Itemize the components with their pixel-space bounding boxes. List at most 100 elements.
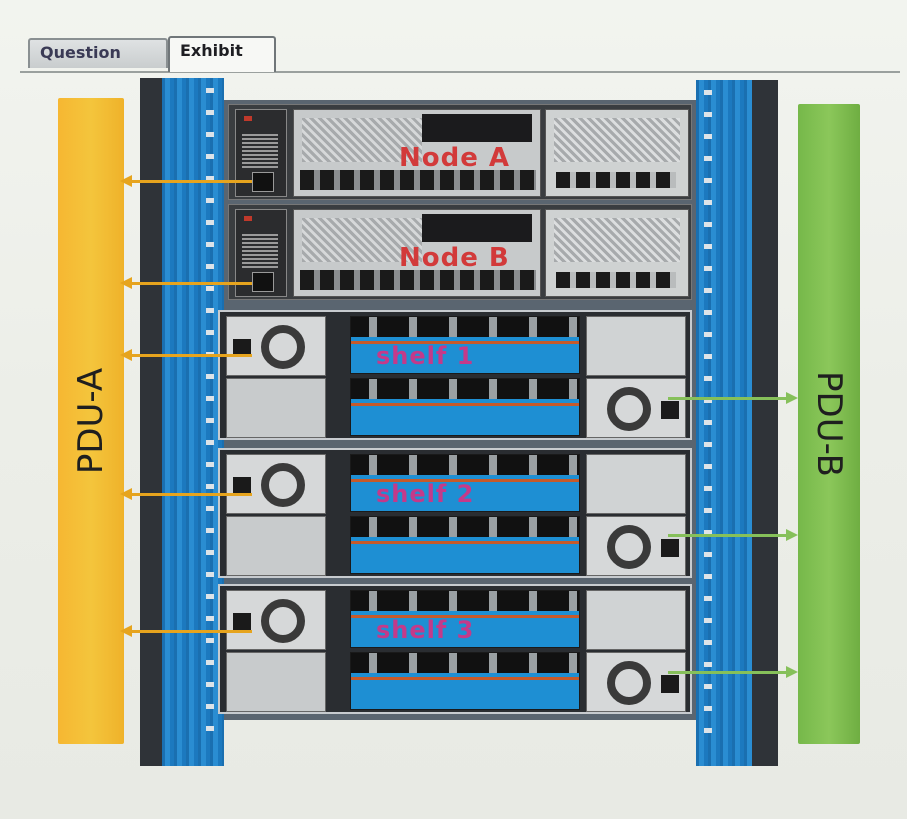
io-vent bbox=[554, 218, 680, 262]
cable-shelf-1-pdu-b bbox=[668, 397, 786, 400]
shelf-2-psu-right bbox=[586, 516, 686, 576]
io-ports bbox=[556, 172, 676, 188]
cable-node-b-pdu-a bbox=[130, 282, 252, 285]
iom-stripe bbox=[351, 479, 579, 482]
shelf-2-blank-right bbox=[586, 454, 686, 514]
power-plug-icon bbox=[661, 401, 679, 419]
fan-icon bbox=[261, 463, 305, 507]
iom-stripe bbox=[351, 677, 579, 680]
shelf-2-iom-a bbox=[350, 454, 580, 512]
rack-rail-left bbox=[162, 78, 224, 766]
cable-shelf-2-pdu-a bbox=[130, 493, 252, 496]
tab-divider bbox=[20, 71, 900, 73]
arrow-left-icon bbox=[120, 277, 132, 289]
node-b-io-module bbox=[545, 209, 689, 297]
fan-icon bbox=[607, 387, 651, 431]
power-plug-icon bbox=[661, 675, 679, 693]
controller-vent bbox=[302, 118, 422, 162]
shelf-3-psu-left bbox=[226, 590, 326, 650]
psu-grill bbox=[242, 132, 278, 168]
arrow-left-icon bbox=[120, 625, 132, 637]
shelf-2-label: shelf 2 bbox=[376, 480, 475, 508]
iom-ports bbox=[351, 317, 579, 337]
fan-icon bbox=[261, 325, 305, 369]
cable-shelf-3-pdu-b bbox=[668, 671, 786, 674]
tab-bar: Question Exhibit bbox=[20, 36, 900, 73]
node-b-chassis: Node B bbox=[228, 204, 692, 300]
power-plug-icon bbox=[233, 477, 251, 495]
controller-vent bbox=[302, 218, 422, 262]
shelf-1-blank-right bbox=[586, 316, 686, 376]
shelf-1-iom-a bbox=[350, 316, 580, 374]
iom-ports bbox=[351, 455, 579, 475]
iom-stripe bbox=[351, 341, 579, 344]
power-socket-icon bbox=[252, 172, 274, 192]
node-b-controller bbox=[293, 209, 541, 297]
tab-question[interactable]: Question bbox=[28, 38, 168, 68]
iom-stripe bbox=[351, 615, 579, 618]
fan-icon bbox=[607, 525, 651, 569]
iom-ports bbox=[351, 379, 579, 399]
node-a-io-module bbox=[545, 109, 689, 197]
io-vent bbox=[554, 118, 680, 162]
cable-shelf-2-pdu-b bbox=[668, 534, 786, 537]
arrow-right-icon bbox=[786, 529, 798, 541]
rail-holes-right bbox=[704, 90, 712, 750]
iom-stripe bbox=[351, 541, 579, 544]
cable-node-a-pdu-a bbox=[130, 180, 252, 183]
shelf-1-iom-b bbox=[350, 378, 580, 436]
arrow-left-icon bbox=[120, 175, 132, 187]
shelf-3-blank-right bbox=[586, 590, 686, 650]
rack-rail-right bbox=[696, 80, 754, 766]
node-a-psu bbox=[235, 109, 287, 197]
fan-icon bbox=[261, 599, 305, 643]
shelf-3-iom-a bbox=[350, 590, 580, 648]
power-plug-icon bbox=[233, 613, 251, 631]
psu-led-icon bbox=[244, 116, 252, 121]
fan-icon bbox=[607, 661, 651, 705]
shelf-1-psu-right bbox=[586, 378, 686, 438]
shelf-1: shelf 1 bbox=[218, 310, 692, 440]
cable-shelf-3-pdu-a bbox=[130, 630, 252, 633]
tab-exhibit[interactable]: Exhibit bbox=[168, 36, 276, 72]
arrow-left-icon bbox=[120, 488, 132, 500]
controller-ports bbox=[300, 170, 536, 190]
arrow-right-icon bbox=[786, 392, 798, 404]
shelf-3-label: shelf 3 bbox=[376, 616, 475, 644]
psu-led-icon bbox=[244, 216, 252, 221]
arrow-right-icon bbox=[786, 666, 798, 678]
rail-holes-left bbox=[206, 88, 214, 748]
shelf-2-iom-b bbox=[350, 516, 580, 574]
pdu-a-label: PDU-A bbox=[71, 367, 111, 475]
shelf-3-iom-b bbox=[350, 652, 580, 710]
iom-ports bbox=[351, 517, 579, 537]
arrow-left-icon bbox=[120, 349, 132, 361]
power-plug-icon bbox=[233, 339, 251, 357]
shelf-1-blank-left bbox=[226, 378, 326, 438]
power-plug-icon bbox=[661, 539, 679, 557]
shelf-2-blank-left bbox=[226, 516, 326, 576]
iom-ports bbox=[351, 653, 579, 673]
shelf-3-psu-right bbox=[586, 652, 686, 712]
shelf-1-label: shelf 1 bbox=[376, 342, 475, 370]
node-a-label: Node A bbox=[399, 143, 511, 173]
node-b-psu bbox=[235, 209, 287, 297]
controller-handle bbox=[422, 214, 532, 242]
iom-stripe bbox=[351, 403, 579, 406]
shelf-2-psu-left bbox=[226, 454, 326, 514]
shelf-3: shelf 3 bbox=[218, 584, 692, 714]
pdu-b-label: PDU-B bbox=[809, 371, 849, 477]
iom-ports bbox=[351, 591, 579, 611]
node-b-label: Node B bbox=[399, 243, 510, 273]
node-a-chassis: Node A bbox=[228, 104, 692, 200]
node-a-controller bbox=[293, 109, 541, 197]
cable-shelf-1-pdu-a bbox=[130, 354, 252, 357]
pdu-b: PDU-B bbox=[798, 104, 860, 744]
shelf-2: shelf 2 bbox=[218, 448, 692, 578]
rack-post-right-outer bbox=[752, 80, 778, 766]
io-ports bbox=[556, 272, 676, 288]
psu-grill bbox=[242, 232, 278, 268]
pdu-a: PDU-A bbox=[58, 98, 124, 744]
controller-handle bbox=[422, 114, 532, 142]
